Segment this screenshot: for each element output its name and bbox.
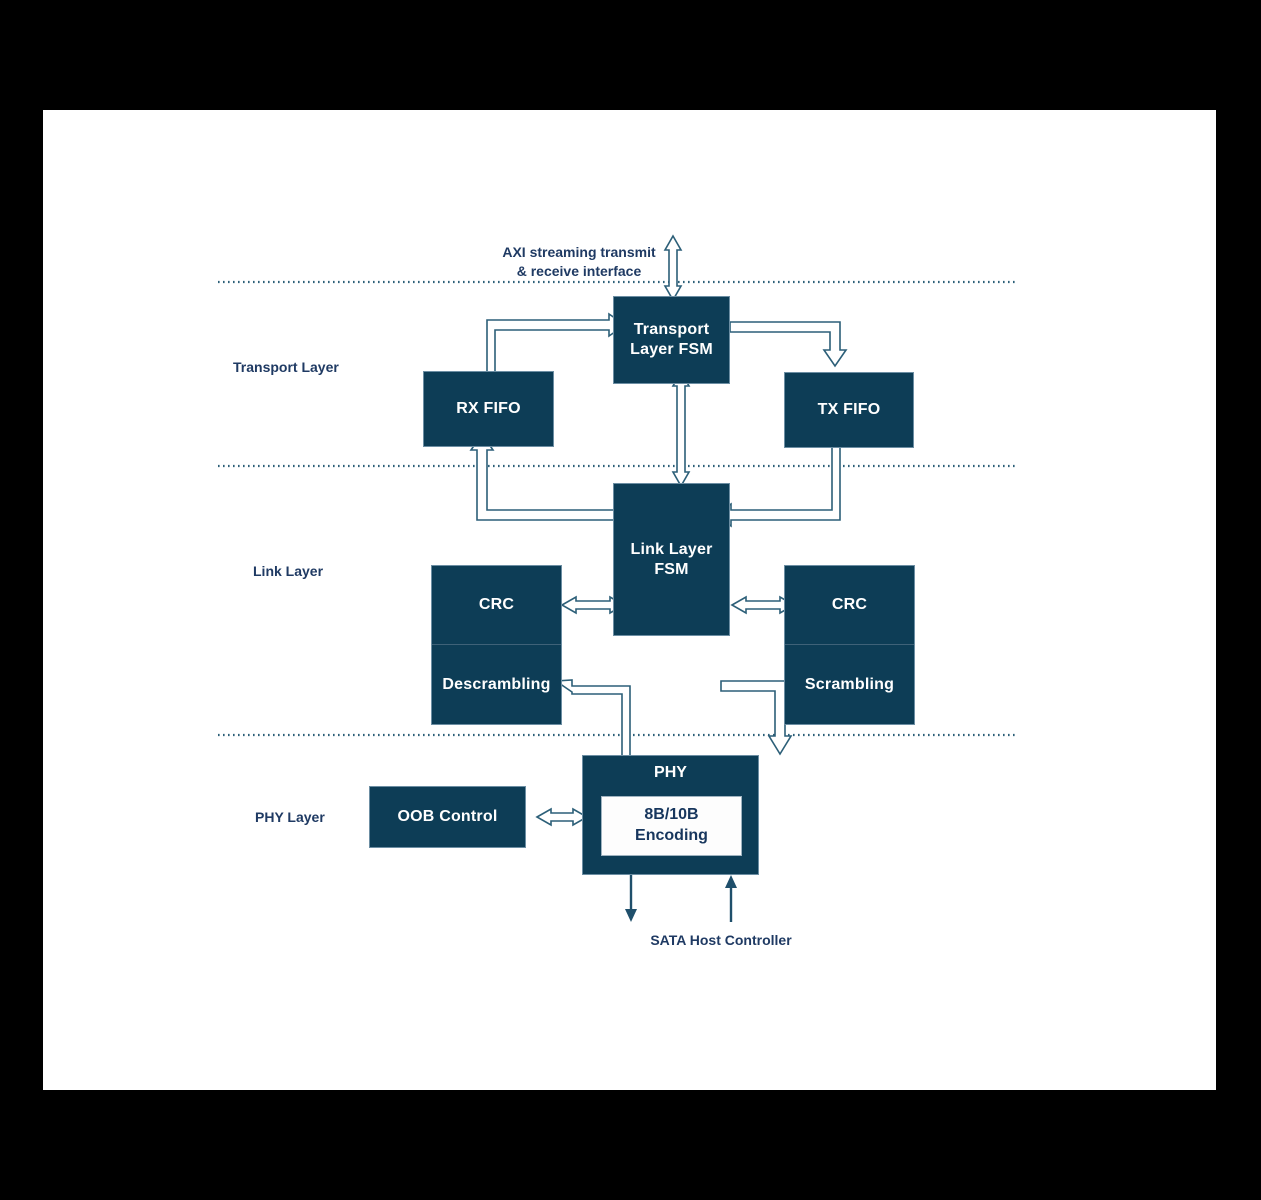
block-tx-fifo-label: TX FIFO — [817, 401, 881, 418]
block-transport-layer-fsm[interactable]: Transport Layer FSM — [613, 296, 730, 384]
arrow-phy-to-descrambling — [553, 679, 631, 766]
layer-label-transport-text: Transport Layer — [233, 359, 339, 375]
layer-label-phy: PHY Layer — [255, 808, 435, 827]
diagram-stage: Transport Layer FSM RX FIFO TX FIFO Link… — [43, 110, 1216, 1090]
block-oob-control[interactable]: OOB Control — [369, 786, 526, 848]
block-crc-tx-label: CRC — [831, 596, 868, 613]
block-tx-fifo[interactable]: TX FIFO — [784, 372, 914, 448]
fsm-line-1: Transport — [633, 321, 710, 338]
annotation-sata-host-controller: SATA Host Controller — [581, 931, 861, 950]
arrow-oob-phy-bidirectional — [535, 807, 589, 827]
arrowhead-sata-to-phy — [725, 875, 737, 888]
block-rx-fifo-label: RX FIFO — [456, 400, 521, 417]
block-oob-control-label: OOB Control — [397, 808, 498, 825]
block-crc-rx-label: CRC — [478, 596, 515, 613]
axi-line-2: & receive interface — [516, 262, 642, 279]
block-8b10b-encoding[interactable]: 8B/10B Encoding — [601, 796, 742, 856]
block-crc-scrambling-stack: CRC Scrambling — [784, 565, 915, 725]
axi-line-1: AXI streaming transmit — [502, 244, 656, 260]
block-phy-label: PHY — [654, 764, 687, 781]
block-descrambling-label: Descrambling — [442, 675, 551, 693]
encoding-line-1: 8B/10B — [644, 806, 699, 824]
block-crc-rx[interactable]: CRC — [432, 566, 561, 645]
arrow-transportfsm-to-txfifo — [729, 321, 848, 368]
block-phy[interactable]: PHY 8B/10B Encoding — [582, 755, 759, 875]
fsm-line-2: Layer FSM — [630, 341, 713, 358]
block-scrambling[interactable]: Scrambling — [785, 645, 914, 724]
block-descrambling[interactable]: Descrambling — [432, 645, 561, 724]
block-transport-layer-fsm-label: Transport Layer FSM — [630, 320, 713, 360]
layer-label-link-text: Link Layer — [253, 563, 324, 579]
arrowhead-phy-to-sata — [625, 909, 637, 922]
layer-label-transport: Transport Layer — [233, 358, 413, 377]
block-rx-fifo[interactable]: RX FIFO — [423, 371, 554, 447]
block-crc-descrambling-stack: CRC Descrambling — [431, 565, 562, 725]
link-fsm-line-1: Link Layer — [630, 540, 713, 558]
layer-label-link: Link Layer — [253, 562, 433, 581]
diagram-canvas: Transport Layer FSM RX FIFO TX FIFO Link… — [43, 110, 1216, 1090]
block-crc-tx[interactable]: CRC — [785, 566, 914, 645]
arrow-scrambling-to-phy — [720, 680, 793, 756]
block-link-layer-fsm[interactable]: Link Layer FSM — [613, 483, 730, 636]
annotation-axi-interface: AXI streaming transmit & receive interfa… — [469, 243, 689, 281]
arrow-transportfsm-linkfsm-bidirectional — [671, 370, 691, 488]
block-link-layer-fsm-label: Link Layer FSM — [630, 540, 712, 580]
block-scrambling-label: Scrambling — [804, 675, 895, 693]
encoding-line-2: Encoding — [635, 827, 708, 844]
layer-label-phy-text: PHY Layer — [255, 809, 325, 825]
sata-label-text: SATA Host Controller — [650, 932, 792, 948]
block-8b10b-encoding-label: 8B/10B Encoding — [635, 805, 708, 847]
link-fsm-line-2: FSM — [654, 560, 689, 578]
